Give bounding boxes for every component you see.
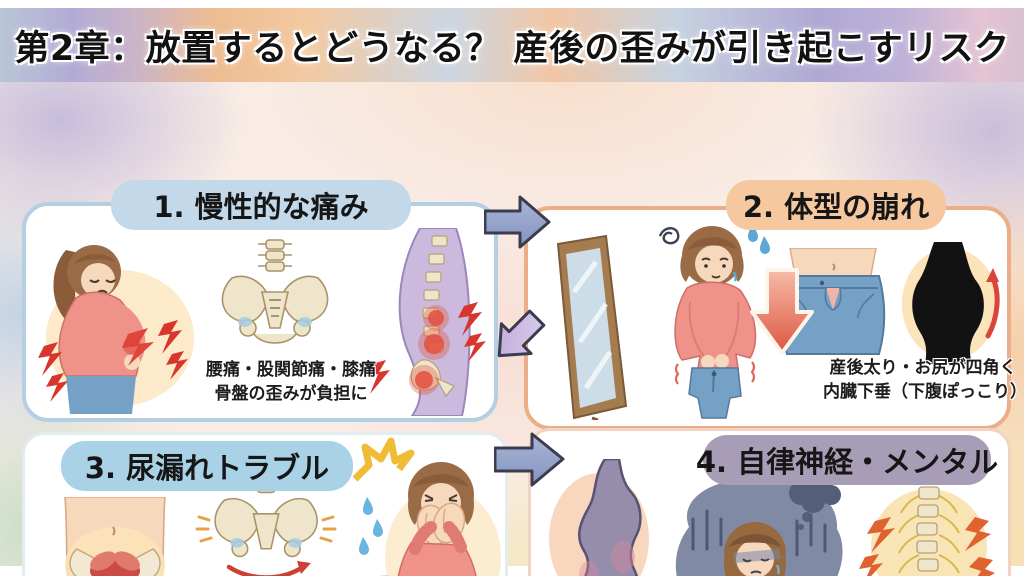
panel-3-title: 3. 尿漏れトラブル — [61, 441, 353, 491]
arrow-panel1-to-panel2-icon — [484, 195, 551, 249]
pelvis-bone-icon — [212, 238, 338, 358]
black-body-silhouette-icon — [900, 242, 1000, 364]
standing-mirror-icon — [540, 232, 644, 422]
panel-urine-leakage: 3. 尿漏れトラブル — [22, 432, 508, 576]
panel-1-caption: 腰痛・股関節痛・膝痛 骨盤の歪みが負担に — [206, 360, 376, 404]
spine-nerve-pain-icon — [857, 473, 997, 576]
pelvis-arrow-icon — [193, 474, 339, 576]
arrow-panel2-to-panel3-icon — [497, 309, 546, 358]
depressed-woman-illustration — [659, 467, 855, 576]
panel-2-title: 2. 体型の崩れ — [726, 180, 946, 230]
watercolor-background: 1. 慢性的な痛み — [0, 82, 1024, 576]
arrow-panel2-to-panel4-icon — [750, 268, 814, 355]
woman-at-mirror-illustration — [640, 216, 782, 420]
panel-1-title: 1. 慢性的な痛み — [111, 180, 411, 230]
panel-autonomic-mental: 4. 自律神経・メンタル — [528, 428, 1011, 576]
spine-side-pain-illustration — [362, 227, 490, 417]
sneezing-woman-illustration — [352, 437, 503, 576]
panel-4-title: 4. 自律神経・メンタル — [696, 435, 998, 485]
page-title: 第2章：放置するとどうなる？ 産後の歪みが引き起こすリスク — [14, 28, 1010, 69]
purple-body-silhouette-icon — [547, 457, 665, 576]
pelvic-floor-illustration — [47, 496, 183, 576]
woman-back-pain-illustration — [32, 228, 200, 414]
panel-chronic-pain: 1. 慢性的な痛み — [22, 180, 498, 422]
jeans-waist-illustration — [774, 247, 892, 356]
arrow-panel3-to-panel4-icon — [494, 432, 565, 487]
header: 第2章：放置するとどうなる？ 産後の歪みが引き起こすリスク — [0, 8, 1024, 82]
panel-2-caption: 産後太り・お尻が四角く 内臓下垂（下腹ぽっこり） — [823, 358, 1024, 402]
